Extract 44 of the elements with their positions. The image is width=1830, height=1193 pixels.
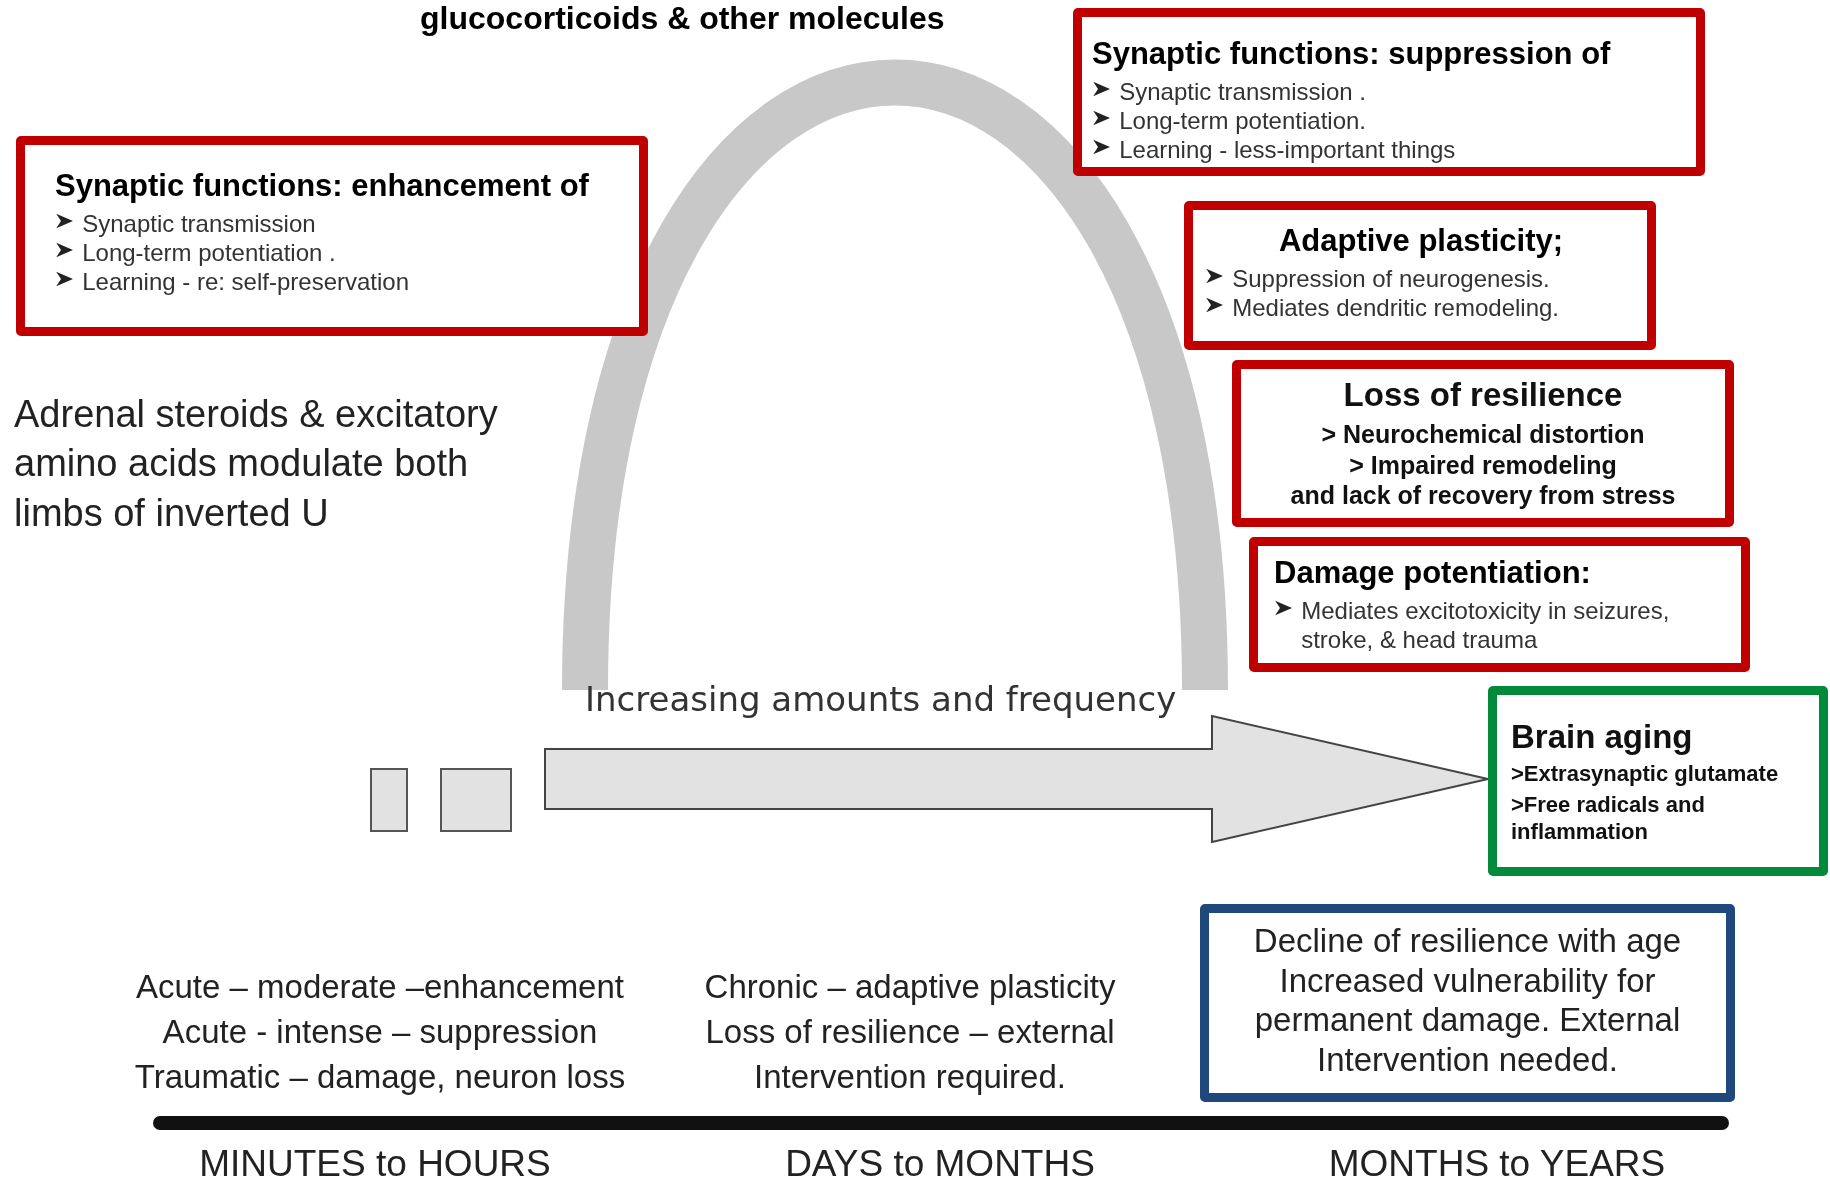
box-text: Increased vulnerability for permanent damage. External Intervention needed. [1253, 960, 1682, 1080]
small-box [370, 768, 408, 832]
block-arrow [544, 714, 1489, 844]
bullet-text: Suppression of neurogenesis. [1232, 263, 1550, 294]
box-text: > Impaired remodeling [1348, 449, 1618, 481]
bullet-text: Long-term potentiation . [82, 238, 336, 268]
box-heading: Adaptive plasticity; [1277, 222, 1565, 260]
box-heading: Decline of resilience with age [1252, 921, 1683, 961]
time-scale-label: MONTHS to YEARS [1328, 1142, 1666, 1186]
box-heading: Loss of resilience [1342, 375, 1624, 415]
box-heading: Brain aging [1511, 717, 1694, 757]
text-box [1073, 8, 1705, 176]
text-box [1488, 686, 1828, 876]
box-heading: Damage potentiation: [1274, 554, 1592, 592]
small-box [440, 768, 512, 832]
phase-description: Chronic – adaptive plasticity [704, 967, 1116, 1007]
box-text: >Free radicals and inflammation [1511, 792, 1706, 846]
bullet-text: Synaptic transmission [82, 208, 316, 239]
phase-description: Acute – moderate –enhancement [136, 967, 624, 1007]
bullet-text: Learning - less-important things [1119, 135, 1456, 165]
phase-description: Traumatic – damage, neuron loss [134, 1057, 626, 1097]
box-heading: Synaptic functions: suppression of [1092, 35, 1612, 73]
time-scale-label: MINUTES to HOURS [199, 1142, 551, 1186]
text-box [1232, 360, 1734, 527]
time-scale-label: DAYS to MONTHS [785, 1142, 1095, 1186]
bullet-text: Learning - re: self-preservation [82, 267, 409, 297]
text-box [1184, 201, 1656, 350]
title: glucocorticoids & other molecules [420, 0, 945, 37]
note-text: Adrenal steroids & excitatory amino acids modulate both limbs of inverted U [14, 392, 499, 536]
bullet-text: Synaptic transmission . [1119, 76, 1366, 107]
phase-description: Loss of resilience – external [705, 1012, 1115, 1052]
bullet-text: Mediates excitotoxicity in seizures, stroke, & head trauma [1301, 595, 1671, 655]
edge-label: Increasing amounts and frequency [585, 679, 1177, 719]
box-text: >Extrasynaptic glutamate [1511, 761, 1780, 789]
bullet-text: Long-term potentiation. [1119, 106, 1366, 136]
text-box [1200, 904, 1735, 1102]
box-text: and lack of recovery from stress [1289, 480, 1677, 511]
box-text: > Neurochemical distortion [1320, 419, 1646, 450]
bullet-text: Mediates dendritic remodeling. [1232, 293, 1560, 323]
text-box [16, 136, 648, 336]
phase-description: Acute - intense – suppression [162, 1012, 598, 1052]
box-heading: Synaptic functions: enhancement of [55, 167, 590, 205]
phase-description: Intervention required. [754, 1057, 1066, 1097]
text-box [1249, 537, 1750, 672]
